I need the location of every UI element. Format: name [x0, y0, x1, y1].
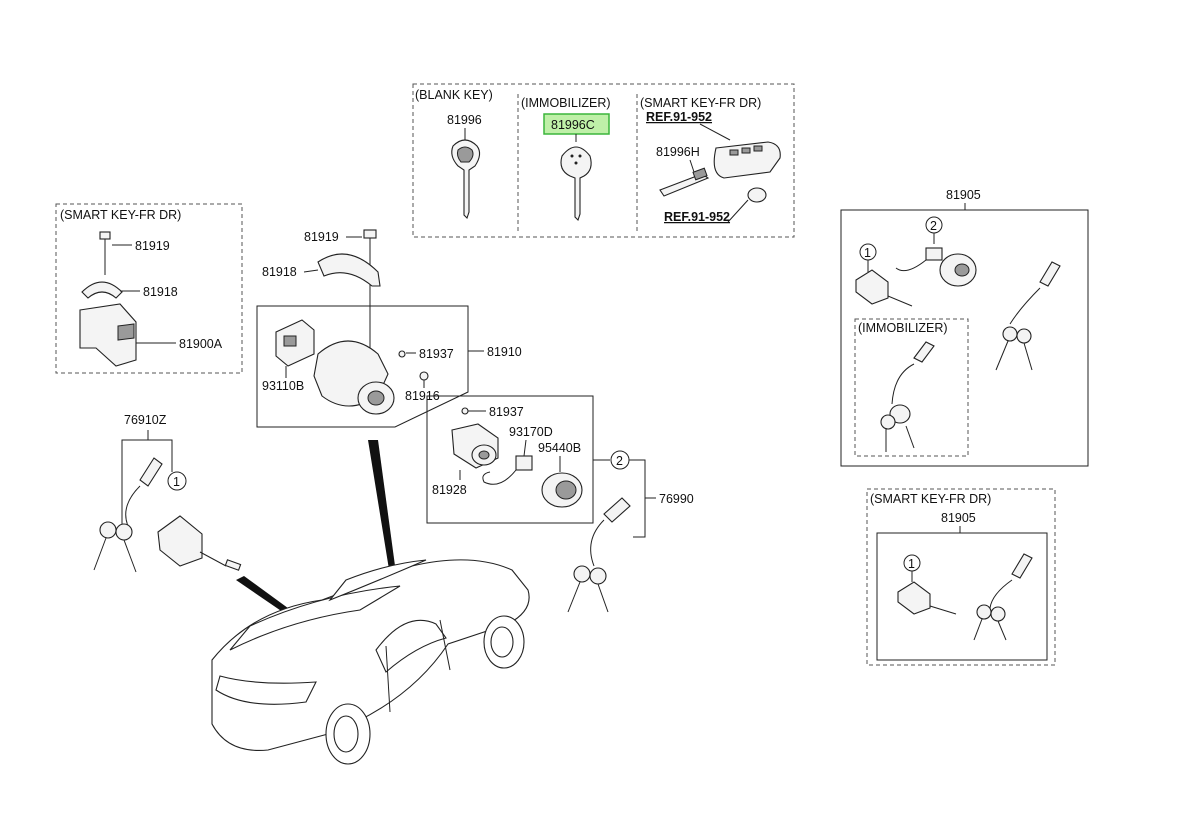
part-label-93170D: 93170D [509, 425, 553, 439]
callout-1-right-text: 1 [864, 246, 871, 260]
part-label-95440B: 95440B [538, 441, 581, 455]
part-label-81996H: 81996H [656, 145, 700, 159]
callout-1-left-text: 1 [173, 475, 180, 489]
part-label-81919-left: 81919 [135, 239, 170, 253]
key-group-box: (BLANK KEY) (IMMOBILIZER) (SMART KEY-FR … [412, 83, 795, 238]
part-label-76990: 76990 [659, 492, 694, 506]
part-label-93110B: 93110B [262, 379, 304, 393]
part-label-81910: 81910 [487, 345, 522, 359]
lock-set-81905-smart-key[interactable]: (SMART KEY-FR DR) 81905 1 [866, 488, 1056, 666]
callout-2-right-text: 2 [930, 219, 937, 233]
callout-1-left [167, 471, 187, 491]
part-label-81937-lower: 81937 [489, 405, 524, 419]
ignition-subassembly[interactable]: 81937 81928 93170D 95440B [426, 395, 594, 524]
immobilizer-key-81996C[interactable]: 81996C [543, 113, 610, 222]
lock-set-81905-upper[interactable]: 81905 1 2 (IMMOBILIZER) [840, 188, 1089, 467]
smart-key-fr-dr-left-box: (SMART KEY-FR DR) 81919 81918 81900A [55, 203, 243, 374]
vehicle-illustration [211, 440, 530, 765]
part-label-81996: 81996 [447, 113, 482, 127]
group-label-smart-key: (SMART KEY-FR DR) [640, 96, 761, 110]
callout-2-center-text: 2 [616, 454, 623, 468]
part-label-81919-center: 81919 [304, 230, 339, 244]
group-label-immobilizer-right: (IMMOBILIZER) [858, 321, 948, 335]
part-label-81937-upper: 81937 [419, 347, 454, 361]
key-set-76990[interactable]: 2 76990 [567, 450, 694, 613]
group-label-immobilizer: (IMMOBILIZER) [521, 96, 611, 110]
ref-label-bottom: REF.91-952 [664, 210, 730, 224]
group-label-smart-key-right: (SMART KEY-FR DR) [870, 492, 991, 506]
part-label-76910Z: 76910Z [124, 413, 167, 427]
part-label-81918-left: 81918 [143, 285, 178, 299]
lock-assembly-81910[interactable]: 81919 81918 81910 93110B 81937 81916 [256, 229, 522, 428]
callout-1-smart-text: 1 [908, 557, 915, 571]
group-label-blank-key: (BLANK KEY) [415, 88, 493, 102]
part-label-81916: 81916 [405, 389, 440, 403]
part-label-81996C: 81996C [551, 118, 595, 132]
part-label-81900A: 81900A [179, 337, 223, 351]
part-label-81928: 81928 [432, 483, 467, 497]
part-label-81905-lower: 81905 [941, 511, 976, 525]
blank-key-81996[interactable]: 81996 [447, 113, 482, 220]
smart-key-81996H[interactable]: REF.91-952 81996H REF.91-952 [646, 110, 781, 224]
group-label-smart-key-left: (SMART KEY-FR DR) [60, 208, 181, 222]
part-label-81905-upper: 81905 [946, 188, 981, 202]
part-label-81918-center: 81918 [262, 265, 297, 279]
ref-label-top: REF.91-952 [646, 110, 712, 124]
key-set-76910Z[interactable]: 76910Z 1 [93, 413, 242, 573]
